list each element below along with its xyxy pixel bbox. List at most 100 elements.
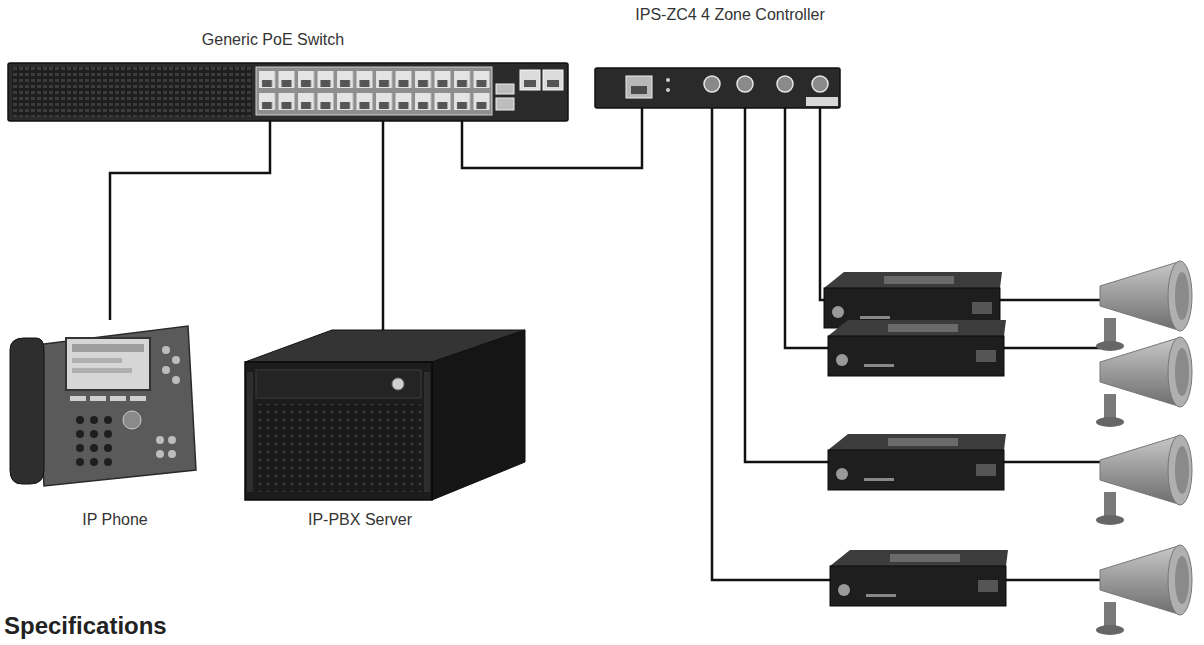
function-button	[156, 436, 164, 444]
phone-handset	[10, 338, 44, 484]
uplink-port	[543, 70, 563, 90]
horn-bracket	[1104, 602, 1116, 628]
network-cable	[110, 121, 270, 320]
key	[104, 416, 112, 424]
phone-illustration	[10, 326, 196, 486]
horn-speaker	[1096, 337, 1192, 427]
horn-inner	[1175, 272, 1189, 320]
keypad	[76, 416, 112, 466]
key	[76, 444, 84, 452]
amp-led	[860, 316, 890, 319]
line-button	[162, 346, 170, 354]
device-label: IP-PBX Server	[308, 510, 412, 530]
port-bank	[375, 69, 492, 113]
power-button	[392, 378, 404, 390]
zone-wire	[745, 108, 830, 462]
horn-mouth	[1168, 435, 1192, 505]
device-label: Generic PoE Switch	[202, 30, 344, 50]
amp-top	[828, 320, 1006, 336]
rack-ear	[424, 372, 430, 492]
horn-bracket	[1104, 318, 1116, 344]
horn-bracket	[1104, 394, 1116, 420]
status-led	[666, 78, 670, 82]
amp-logo	[890, 554, 960, 562]
horn-base	[1096, 625, 1124, 635]
soft-key	[130, 396, 146, 401]
amp-knob	[836, 354, 848, 366]
amp-top	[828, 434, 1006, 450]
horn-bell	[1100, 338, 1178, 406]
horn-speaker	[1096, 545, 1192, 635]
key	[90, 458, 98, 466]
horn-speaker	[1096, 435, 1192, 525]
key	[76, 430, 84, 438]
amp-top	[824, 272, 1002, 288]
line-button	[172, 356, 180, 364]
horn-inner	[1175, 556, 1189, 604]
sfp-port	[496, 98, 514, 110]
horn-inner	[1175, 348, 1189, 396]
amplifier-illustration	[828, 434, 1006, 490]
phone-device: IP Phone	[8, 320, 198, 485]
server-front	[245, 362, 432, 500]
zone-jack	[777, 76, 793, 92]
status-led	[666, 88, 670, 92]
key	[90, 416, 98, 424]
horn-base	[1096, 341, 1124, 351]
line-button	[162, 366, 170, 374]
port-panel	[256, 67, 492, 115]
amplifier-illustration	[830, 550, 1008, 606]
zone-wires	[712, 108, 1100, 580]
device-label: IPS-ZC4 4 Zone Controller	[635, 5, 824, 25]
brand-badge	[806, 97, 838, 106]
switch-vents	[12, 67, 252, 117]
key	[76, 458, 84, 466]
amp-logo	[888, 324, 958, 332]
horn-base	[1096, 515, 1124, 525]
key	[104, 444, 112, 452]
amp-knob	[836, 468, 848, 480]
zone-jack	[812, 76, 828, 92]
amp-connector	[978, 580, 998, 592]
zone-wire	[820, 108, 826, 300]
nav-button	[123, 411, 141, 429]
horn-base	[1096, 417, 1124, 427]
amp-front	[830, 566, 1006, 606]
server-side	[432, 330, 525, 500]
horn-bracket	[1104, 492, 1116, 518]
port-hole	[631, 86, 647, 94]
device-label: IP Phone	[82, 510, 148, 530]
amp-top	[830, 550, 1008, 566]
amp-front	[828, 336, 1004, 376]
switch-body	[8, 63, 568, 121]
amp-led	[864, 364, 894, 367]
amp-logo	[884, 276, 954, 284]
key	[90, 430, 98, 438]
port-hole	[524, 80, 536, 87]
speaker-wire	[1000, 299, 1100, 302]
phone-body	[36, 326, 196, 486]
port-bank	[258, 69, 375, 113]
server-illustration	[245, 330, 525, 500]
key	[76, 416, 84, 424]
function-button	[168, 450, 176, 458]
port-hole	[547, 80, 559, 87]
zone-wire	[712, 108, 830, 580]
key	[104, 430, 112, 438]
amp-knob	[838, 584, 850, 596]
screen-line	[72, 358, 122, 363]
speaker-wire	[1000, 461, 1100, 464]
network-cable	[462, 108, 642, 168]
soft-key	[90, 396, 106, 401]
soft-key	[110, 396, 126, 401]
zone-jack	[704, 76, 720, 92]
line-button	[172, 376, 180, 384]
amp-connector	[972, 302, 992, 314]
server-device: IP-PBX Server	[240, 330, 525, 500]
network-cable	[382, 121, 385, 330]
sfp-port	[496, 84, 514, 94]
amp-knob	[832, 306, 844, 318]
